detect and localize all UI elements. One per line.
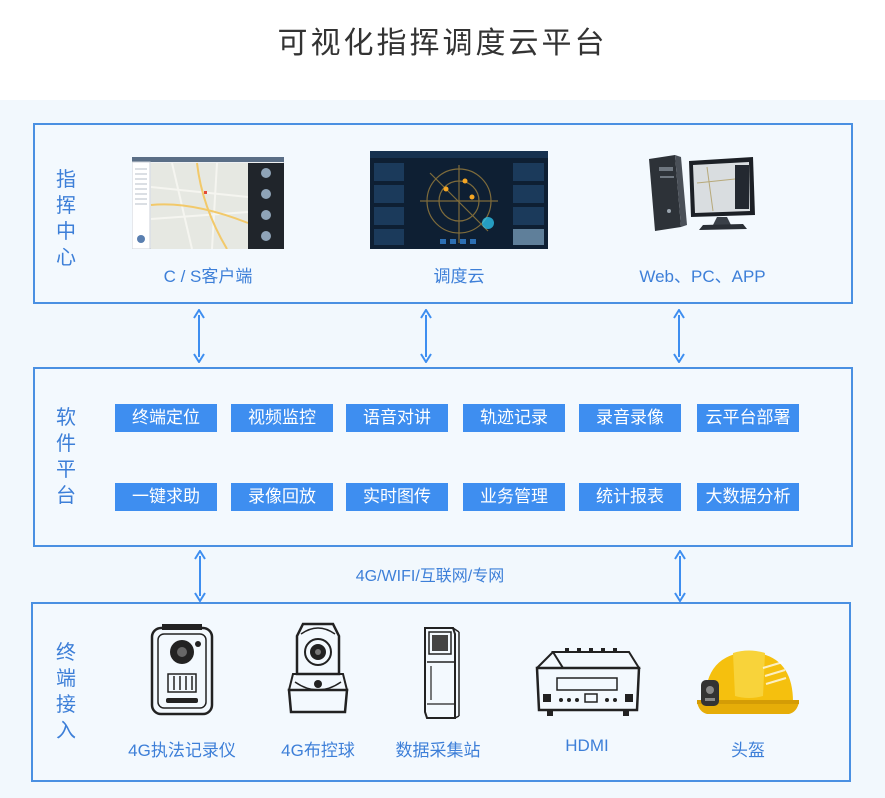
page-title: 可视化指挥调度云平台 [277,26,608,61]
helmet-caption: 头盔 [731,741,765,760]
terminal-access-label: 终 端 接 入 [56,642,76,742]
hdmi-recorder-icon [535,648,641,716]
double-arrow-icon [673,309,685,363]
module-track-record[interactable]: 轨迹记录 [463,404,565,432]
module-cloud-deployment[interactable]: 云平台部署 [697,404,799,432]
desktop-pc-icon [649,155,755,231]
module-live-transmission[interactable]: 实时图传 [346,483,448,511]
double-arrow-icon [420,309,432,363]
body-camera-icon [150,624,214,716]
module-voice-intercom[interactable]: 语音对讲 [346,404,448,432]
module-sos-help[interactable]: 一键求助 [115,483,217,511]
data-station-caption: 数据采集站 [395,741,481,760]
command-center-label: 指 挥 中 心 [56,169,76,269]
terminal-access-section: 终 端 接 入 [31,602,851,782]
dispatch-cloud-caption: 调度云 [433,267,485,286]
data-station-icon [424,627,460,719]
helmet-icon [697,650,799,714]
double-arrow-icon [194,550,206,602]
dome-camera-icon [287,622,349,714]
module-big-data-analysis[interactable]: 大数据分析 [697,483,799,511]
module-video-monitoring[interactable]: 视频监控 [231,404,333,432]
software-platform-section: 软 件 平 台 终端定位 视频监控 语音对讲 轨迹记录 录音录像 云平台部署 一… [33,367,853,547]
command-center-section: 指 挥 中 心 [33,123,853,304]
body-camera-caption: 4G执法记录仪 [128,741,236,760]
module-video-playback[interactable]: 录像回放 [231,483,333,511]
cs-client-screenshot [132,157,284,249]
module-business-management[interactable]: 业务管理 [463,483,565,511]
software-platform-label: 软 件 平 台 [56,407,76,507]
web-pc-app-caption: Web、PC、APP [639,267,766,286]
module-audio-video-recording[interactable]: 录音录像 [579,404,681,432]
hdmi-caption: HDMI [565,736,609,755]
network-label: 4G/WIFI/互联网/专网 [355,568,505,585]
module-terminal-location[interactable]: 终端定位 [115,404,217,432]
double-arrow-icon [193,309,205,363]
module-statistics-report[interactable]: 统计报表 [579,483,681,511]
dispatch-cloud-screenshot [370,151,548,249]
double-arrow-icon [674,550,686,602]
cs-client-caption: C / S客户端 [163,267,253,286]
dome-camera-caption: 4G布控球 [281,741,355,760]
